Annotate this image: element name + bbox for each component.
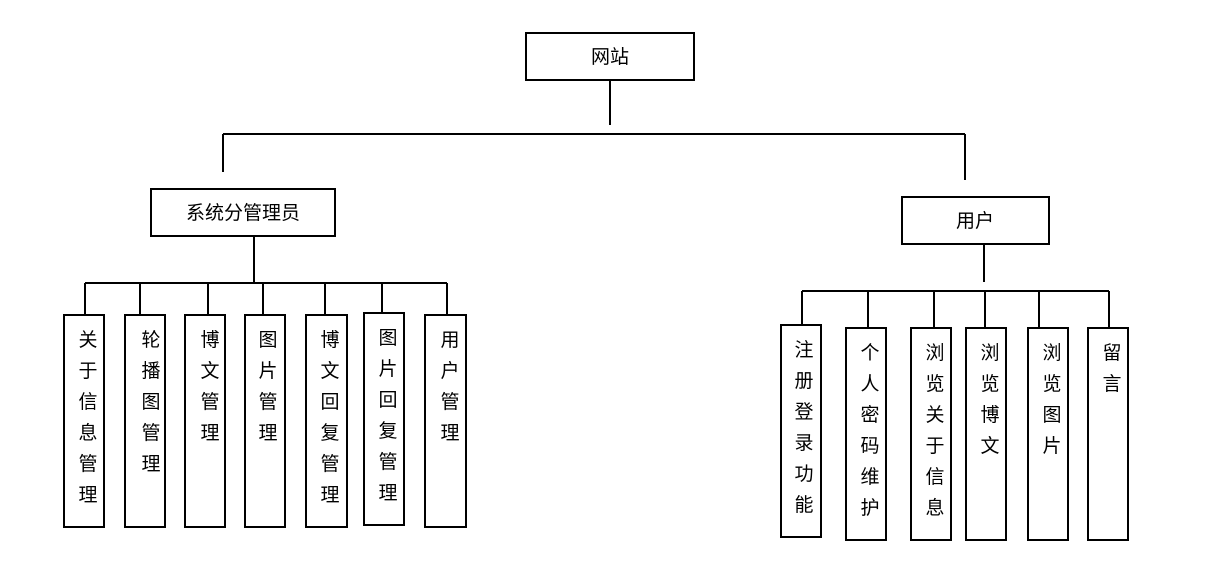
root-node-box <box>525 32 695 81</box>
branch-node-user-box <box>901 196 1050 245</box>
leaf-node: 博文管理 <box>184 314 226 528</box>
leaf-node-box <box>1027 327 1069 541</box>
leaf-node-box <box>780 324 822 538</box>
leaf-node: 用户管理 <box>424 314 467 528</box>
leaf-node-label: 留言 <box>1102 342 1121 395</box>
connectors <box>84 80 1110 328</box>
branch-node-user: 用户 <box>901 196 1050 245</box>
leaf-node: 留言 <box>1087 327 1129 541</box>
leaf-node-label: 用户管理 <box>440 329 459 444</box>
leaf-node-box <box>63 314 105 528</box>
leaf-node: 轮播图管理 <box>124 314 166 528</box>
leaf-node-label: 个人密码维护 <box>860 342 879 519</box>
root-node-label: 网站 <box>591 46 629 68</box>
leaf-node-box <box>424 314 467 528</box>
leaf-node: 浏览图片 <box>1027 327 1069 541</box>
leaf-node-box <box>910 327 952 541</box>
branch-node-admin: 系统分管理员 <box>150 188 336 237</box>
leaf-node: 关于信息管理 <box>63 314 105 528</box>
user-leaves: 注册登录功能 个人密码维护 浏览关于信息 浏览博文 浏览图片 留言 <box>780 324 1129 541</box>
leaf-node-label: 注册登录功能 <box>794 339 813 516</box>
leaf-node: 浏览关于信息 <box>910 327 952 541</box>
leaf-node-box <box>184 314 226 528</box>
branch-node-admin-label: 系统分管理员 <box>186 202 300 224</box>
leaf-node-label: 浏览图片 <box>1042 342 1061 457</box>
leaf-node: 注册登录功能 <box>780 324 822 538</box>
leaf-node-box <box>244 314 286 528</box>
leaf-node-label: 博文管理 <box>200 329 219 444</box>
root-node: 网站 <box>525 32 695 81</box>
leaf-node-box <box>1087 327 1129 541</box>
leaf-node: 图片管理 <box>244 314 286 528</box>
branch-node-admin-box <box>150 188 336 237</box>
leaf-node-box <box>305 314 348 528</box>
admin-leaves: 关于信息管理 轮播图管理 博文管理 图片管理 博文回复管理 图片回复管理 用户管… <box>63 312 467 528</box>
leaf-node-box <box>363 312 405 526</box>
leaf-node: 图片回复管理 <box>363 312 405 526</box>
leaf-node-label: 图片管理 <box>258 329 277 444</box>
leaf-node-label: 浏览博文 <box>980 342 999 457</box>
leaf-node-label: 轮播图管理 <box>141 329 160 475</box>
leaf-node-box <box>965 327 1007 541</box>
leaf-node-label: 博文回复管理 <box>320 329 339 506</box>
leaf-node-box <box>124 314 166 528</box>
leaf-node: 浏览博文 <box>965 327 1007 541</box>
leaf-node-label: 浏览关于信息 <box>925 342 944 519</box>
leaf-node: 博文回复管理 <box>305 314 348 528</box>
leaf-node: 个人密码维护 <box>845 327 887 541</box>
leaf-node-label: 关于信息管理 <box>78 329 97 506</box>
leaf-node-box <box>845 327 887 541</box>
leaf-node-label: 图片回复管理 <box>378 327 397 504</box>
branch-node-user-label: 用户 <box>956 210 994 232</box>
